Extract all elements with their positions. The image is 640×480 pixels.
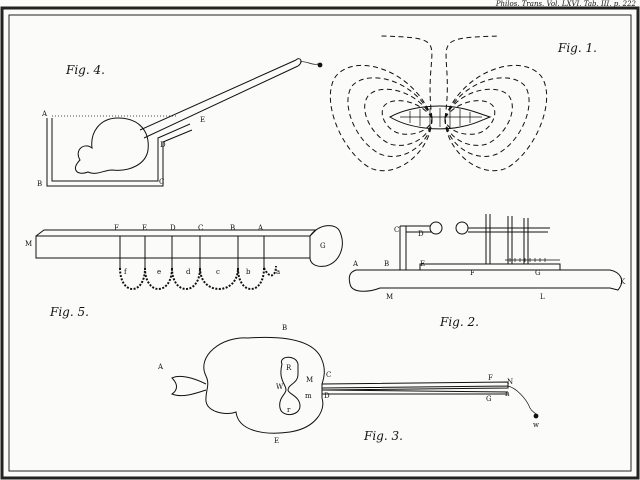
fig3-label-G: G (486, 395, 492, 403)
fig3-label-B: B (282, 324, 287, 332)
fig4-caption: Fig. 4. (65, 63, 105, 77)
fig3-label-E: E (274, 437, 279, 445)
fig2-uprights (485, 214, 529, 264)
outer-border (0, 6, 640, 480)
fig4-label-E: E (200, 116, 205, 124)
fig2-group: Fig. 2. C D A B E F G K M L (348, 214, 626, 329)
fig5-label-b: b (246, 268, 251, 276)
fig3-label-R: R (286, 364, 292, 372)
fig3-label-M: M (306, 376, 313, 384)
fig1-group: Fig. 1. (329, 35, 597, 172)
fig5-label-B: B (230, 224, 235, 232)
fig2-label-E: E (420, 260, 425, 268)
fig5-knob-G (309, 225, 343, 267)
fig4-tube-end (295, 58, 302, 67)
fig3-fish-body (203, 336, 325, 434)
fig3-label-W: W (276, 383, 284, 391)
fig2-rod (468, 227, 550, 233)
fig4-wire (299, 61, 319, 65)
fig5-label-e: e (157, 268, 161, 276)
fig1-caption: Fig. 1. (557, 41, 597, 55)
fig5-label-D: D (170, 224, 176, 232)
fig5-label-F: F (114, 224, 119, 232)
fig3-label-D: D (324, 392, 330, 400)
fig4-glass-tube (139, 59, 299, 139)
fig5-label-d: d (186, 268, 191, 276)
fig2-platform (419, 263, 561, 271)
fig3-tail (170, 375, 207, 397)
fig5-bar (35, 229, 318, 259)
fig1-torpedo-body (388, 105, 492, 130)
fig2-ball-D (455, 221, 469, 235)
fig4-group: Fig. 4. A B C D E (37, 58, 323, 188)
fig3-label-m: m (305, 392, 312, 400)
fig3-caption: Fig. 3. (363, 429, 403, 443)
fig2-label-B: B (384, 260, 389, 268)
fig2-label-L: L (540, 293, 545, 301)
fig5-label-E: E (142, 224, 147, 232)
fig2-label-M: M (386, 293, 393, 301)
fig3-label-N: N (507, 378, 513, 386)
fig3-label-F: F (488, 374, 493, 382)
fig2-scale (505, 258, 560, 262)
plate-header: Philos. Trans. Vol. LXVI. Tab. III. p. 2… (495, 0, 637, 8)
fig2-label-C: C (394, 226, 399, 234)
fig1-field-lines (329, 35, 548, 172)
fig5-chains (119, 265, 277, 290)
fig3-electric-organ (279, 356, 301, 415)
fig2-label-D: D (418, 230, 424, 238)
fig5-label-a: a (276, 268, 280, 276)
fig5-caption: Fig. 5. (49, 305, 89, 319)
fig4-label-A: A (41, 110, 48, 118)
fig2-label-A: A (352, 260, 359, 268)
fig5-label-G: G (320, 242, 326, 250)
fig4-label-B: B (37, 180, 42, 188)
fig3-group: Fig. 3. B A R W r C M m D F N G n E w (157, 324, 539, 445)
fig3-label-w: w (533, 421, 539, 429)
fig5-hooks (119, 236, 265, 268)
fig3-knob-w (533, 413, 539, 419)
fig2-label-G: G (535, 269, 541, 277)
fig2-label-F: F (470, 269, 475, 277)
fig5-label-C: C (198, 224, 203, 232)
fig3-lead (507, 385, 537, 415)
fig3-wire-C (321, 381, 509, 391)
fig3-label-r: r (287, 406, 291, 414)
fig4-wire-knob (317, 62, 323, 68)
fig5-label-M: M (25, 240, 32, 248)
fig5-label-A: A (257, 224, 264, 232)
fig5-label-c: c (216, 268, 220, 276)
fig5-group: Fig. 5. M F E D C B A G f e d c b a (25, 224, 343, 319)
fig2-caption: Fig. 2. (439, 315, 479, 329)
fig3-label-n: n (505, 390, 510, 398)
fig2-ball-C (429, 221, 443, 235)
fig3-label-C: C (326, 371, 331, 379)
fig2-label-K: K (620, 278, 626, 286)
fig4-side-tube (157, 123, 193, 148)
fig2-base (348, 269, 623, 292)
fig4-label-C: C (159, 178, 164, 186)
fig3-label-A: A (157, 363, 164, 371)
fig2-stand (399, 225, 432, 270)
fig5-label-f: f (124, 268, 128, 276)
fig4-trough (46, 118, 164, 187)
inner-border (8, 14, 632, 472)
fig4-label-D: D (160, 141, 166, 149)
fig3-wire-D (321, 389, 509, 395)
fig4-fish-body (75, 117, 149, 174)
